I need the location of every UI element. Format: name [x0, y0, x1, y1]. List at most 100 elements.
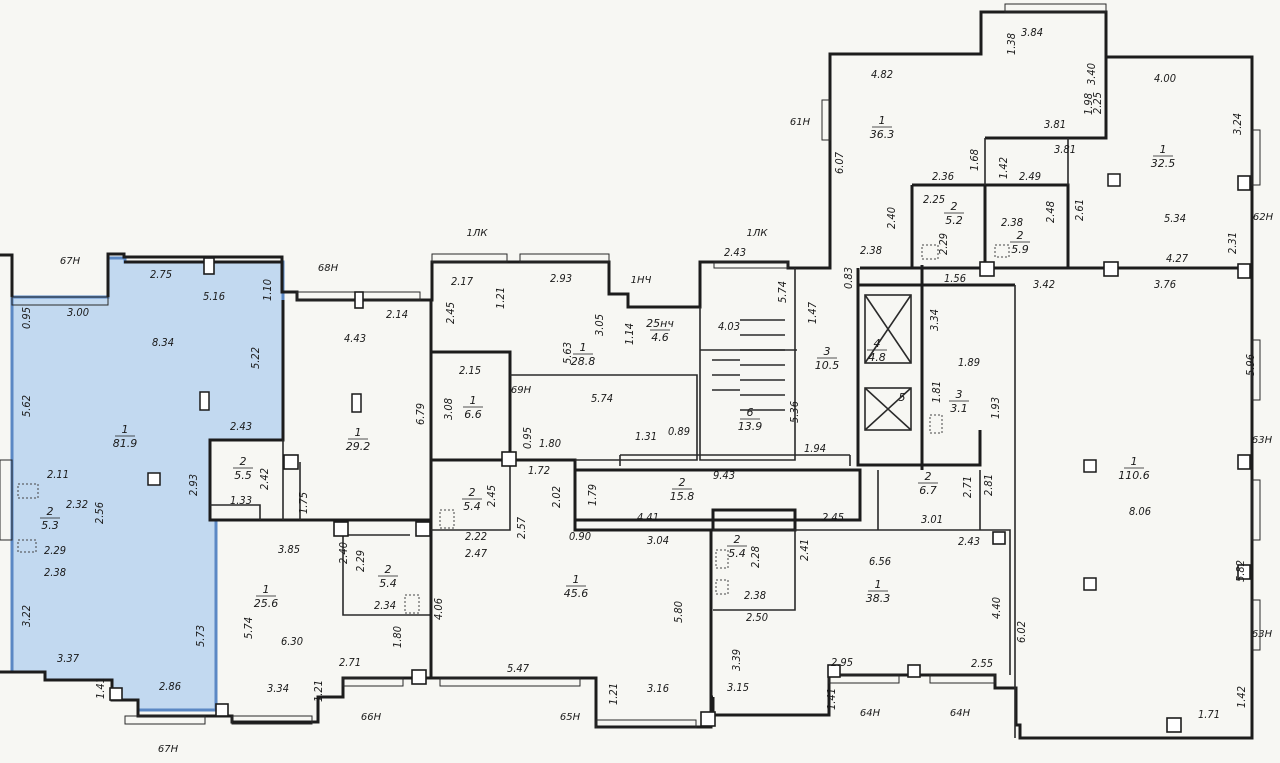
dimension-label: 2.41: [798, 539, 811, 561]
dimension-label: 2.40: [337, 542, 350, 564]
room-number: 2: [240, 455, 247, 468]
dimension-label: 2.11: [47, 468, 69, 481]
room-label-r55: 25.5: [233, 455, 253, 482]
room-label-r54a: 25.4: [378, 563, 398, 590]
axis-label: 62Н: [1253, 212, 1274, 223]
room-label-r139: 613.9: [738, 406, 763, 433]
room-area: 3.1: [950, 402, 968, 415]
dimension-label: 2.34: [374, 599, 396, 612]
axis-label: 1НЧ: [631, 275, 652, 286]
room-area: 13.9: [738, 420, 763, 433]
dimension-label: 1.94: [804, 442, 826, 455]
room-area: 10.5: [815, 359, 840, 372]
axis-label: 64Н: [950, 708, 971, 719]
dimension-label: 2.57: [515, 516, 528, 539]
room-area: 5.4: [463, 500, 481, 513]
dimension-label: 5.74: [242, 617, 255, 639]
dimension-label: 6.79: [414, 403, 427, 425]
dimension-label: 2.75: [150, 268, 172, 281]
room-label-r54c: 25.4: [727, 533, 747, 560]
dimension-label: 3.00: [67, 306, 89, 319]
room-area: 36.3: [870, 128, 895, 141]
room-label-r53: 25.3: [40, 505, 60, 532]
dimension-label: 2.50: [746, 611, 768, 624]
dimension-label: 3.34: [267, 682, 289, 695]
dimension-label: 1.10: [261, 279, 274, 301]
dimension-label: 5.80: [672, 601, 685, 623]
dimension-label: 3.39: [730, 649, 743, 671]
room-number: 3: [824, 345, 831, 358]
axis-label: 61Н: [790, 117, 811, 128]
windows: [0, 3, 1261, 729]
dimension-label: 9.43: [713, 469, 735, 482]
dimension-label: 0.90: [569, 530, 591, 543]
dimension-label: 2.22: [465, 530, 487, 543]
interior-walls: [208, 57, 1245, 738]
room-label-r67: 26.7: [918, 470, 938, 497]
dimension-label: 2.86: [159, 680, 181, 693]
dimension-label: 2.29: [44, 544, 66, 557]
dimension-label: 2.31: [1226, 232, 1239, 254]
dimension-label: 2.38: [744, 589, 766, 602]
dimension-label: 1.21: [494, 287, 507, 309]
room-area: 32.5: [1151, 157, 1176, 170]
dimension-label: 0.89: [668, 425, 690, 438]
dimension-label: 1.21: [607, 683, 620, 705]
room-number: 2: [679, 476, 686, 489]
room-label-r819: 181.9: [113, 423, 138, 450]
room-number: 1: [580, 341, 587, 354]
dimension-label: 2.17: [451, 275, 474, 288]
dimension-label: 2.02: [550, 486, 563, 508]
dimension-label: 5.73: [194, 625, 207, 647]
dimension-label: 1.31: [635, 430, 657, 443]
dimension-label: 2.45: [444, 302, 457, 324]
axis-label: 1ЛК: [467, 228, 489, 239]
room-area: 5.4: [379, 577, 397, 590]
dimension-label: 3.24: [1231, 113, 1244, 135]
dimension-label: 2.71: [339, 656, 361, 669]
room-number: 1: [1131, 455, 1138, 468]
dimension-label: 2.93: [550, 272, 572, 285]
room-label-r59: 25.9: [1010, 229, 1030, 256]
room-area: 5.9: [1011, 243, 1029, 256]
dimension-label: 8.06: [1129, 505, 1151, 518]
room-area: 45.6: [564, 587, 589, 600]
room-label-r363: 136.3: [870, 114, 895, 141]
dimension-label: 3.22: [20, 605, 33, 627]
room-area: 5.2: [945, 214, 963, 227]
room-area: 28.8: [571, 355, 596, 368]
room-area: 15.8: [670, 490, 695, 503]
dimension-label: 1.41: [825, 688, 838, 710]
room-area: 110.6: [1118, 469, 1150, 482]
room-area: 81.9: [113, 437, 138, 450]
dimension-label: 4.00: [1154, 72, 1176, 85]
room-number: 1: [263, 583, 270, 596]
room-area: 6.6: [464, 408, 482, 421]
room-label-r105: 310.5: [815, 345, 840, 372]
room-label-r158: 215.8: [670, 476, 695, 503]
room-label-r52: 25.2: [944, 200, 964, 227]
dimension-label: 5.16: [203, 290, 225, 303]
room-label-r31: 33.1: [949, 388, 969, 415]
dimension-label: 1.42: [1235, 686, 1248, 708]
dimension-label: 1.81: [930, 381, 943, 403]
dimension-label: 1.89: [958, 356, 980, 369]
dimension-label: 8.34: [152, 336, 174, 349]
room-area: 25.6: [254, 597, 279, 610]
axis-label: 63Н: [1252, 629, 1273, 640]
dimension-label: 3.15: [727, 681, 749, 694]
room-number: 4: [874, 337, 881, 350]
dimension-label: 2.95: [831, 656, 853, 669]
dimension-label: 2.45: [485, 485, 498, 507]
dimension-label: 2.43: [958, 535, 980, 548]
dimension-label: 2.38: [1001, 216, 1023, 229]
dimension-label: 3.81: [1054, 143, 1076, 156]
dimension-label: 4.03: [718, 320, 740, 333]
dimension-label: 1.33: [230, 494, 252, 507]
room-label-r325: 132.5: [1151, 143, 1176, 170]
axis-label: 68Н: [318, 263, 339, 274]
room-number: 25нч: [646, 317, 674, 330]
